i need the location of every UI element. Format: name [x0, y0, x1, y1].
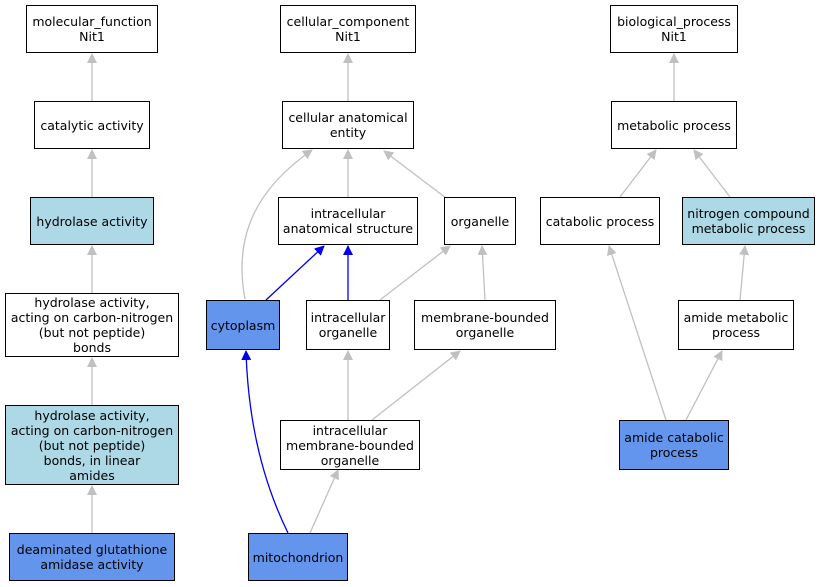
node-hydrolase-activity[interactable]: hydrolase activity [30, 197, 154, 245]
edge-membrane-bounded-to-organelle [477, 245, 488, 301]
edge-amide-metabolic-to-nitrogen [739, 245, 750, 301]
node-intracellular-organelle[interactable]: intracellular organelle [306, 300, 390, 350]
node-intracellular-anatomical-structure[interactable]: intracellular anatomical structure [278, 197, 418, 245]
edge-catabolic-to-metabolic [619, 149, 657, 198]
node-amide-catabolic-process[interactable]: amide catabolic process [619, 420, 729, 470]
edge-intracellular-organelle-to-organelle [379, 245, 451, 301]
edge-nitrogen-to-metabolic [693, 149, 731, 198]
node-biological-process[interactable]: biological_process Nit1 [610, 5, 738, 53]
edge-intracellular-mb-to-membrane-bounded [371, 350, 461, 421]
node-molecular-function[interactable]: molecular_function Nit1 [26, 5, 158, 53]
edge-amide-catabolic-to-amide-metabolic [685, 350, 723, 421]
node-metabolic-process[interactable]: metabolic process [611, 101, 737, 149]
node-hydrolase-activity-linear-amides[interactable]: hydrolase activity, acting on carbon-nit… [5, 405, 179, 485]
node-organelle[interactable]: organelle [444, 197, 516, 245]
edge-cytoplasm-to-entity [241, 149, 313, 300]
node-catalytic-activity[interactable]: catalytic activity [34, 101, 150, 149]
node-cellular-anatomical-entity[interactable]: cellular anatomical entity [282, 101, 414, 149]
node-amide-metabolic-process[interactable]: amide metabolic process [678, 300, 794, 350]
edge-mitochondrion-to-cytoplasm [241, 350, 289, 534]
edge-organelle-to-entity [383, 150, 447, 199]
edge-amide-catabolic-to-catabolic [607, 245, 667, 421]
node-membrane-bounded-organelle[interactable]: membrane-bounded organelle [414, 300, 556, 350]
edge-mitochondrion-to-intracellular-mb [309, 469, 339, 534]
node-catabolic-process[interactable]: catabolic process [540, 197, 660, 245]
node-intracellular-membrane-bounded-organelle[interactable]: intracellular membrane-bounded organelle [280, 420, 420, 470]
node-hydrolase-activity-carbon-nitrogen[interactable]: hydrolase activity, acting on carbon-nit… [5, 293, 179, 357]
node-nitrogen-compound-metabolic-process[interactable]: nitrogen compound metabolic process [682, 197, 815, 245]
node-deaminated-glutathione-amidase[interactable]: deaminated glutathione amidase activity [9, 533, 175, 581]
node-mitochondrion[interactable]: mitochondrion [248, 533, 348, 581]
node-cellular-component[interactable]: cellular_component Nit1 [280, 5, 416, 53]
node-cytoplasm[interactable]: cytoplasm [206, 300, 280, 350]
edge-cytoplasm-to-intracellular-structure [265, 245, 325, 301]
